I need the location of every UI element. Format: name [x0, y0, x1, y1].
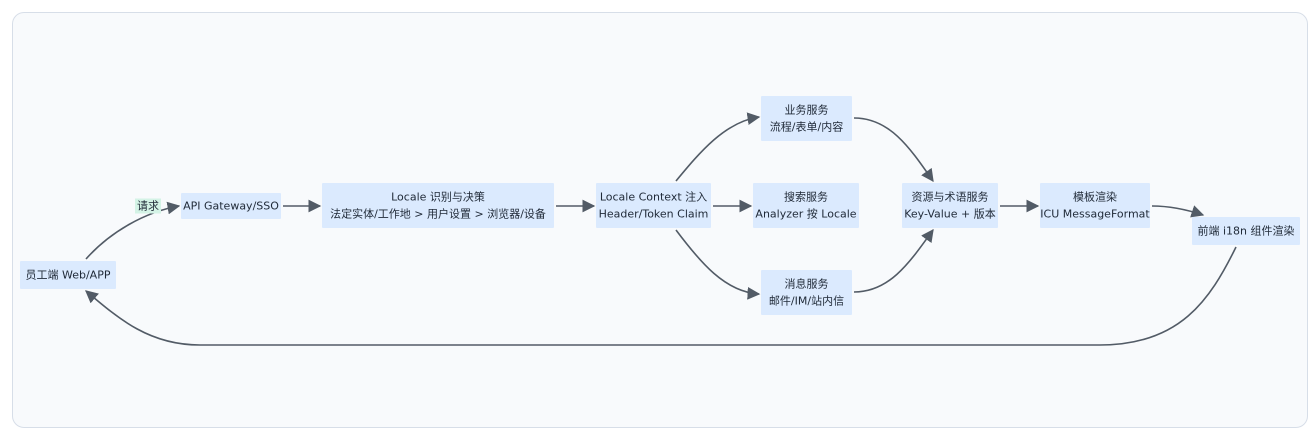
node-label-template-line-1: ICU MessageFormat — [1040, 208, 1150, 221]
node-label-business-line-1: 流程/表单/内容 — [770, 120, 843, 134]
node-search: 搜索服务 Analyzer 按 Locale — [753, 183, 859, 228]
node-box-client — [20, 261, 116, 289]
edge-message-resource — [853, 228, 934, 293]
edge-line-frontend-client — [85, 246, 1237, 346]
node-gateway: API Gateway/SSO — [181, 193, 281, 219]
edge-line-context-message — [675, 229, 761, 300]
edge-frontend-client — [85, 246, 1237, 346]
node-label-resource-line-1: Key-Value + 版本 — [904, 207, 996, 221]
edge-context-message — [675, 229, 761, 300]
node-box-search — [753, 183, 859, 228]
node-label-client-line-0: 员工端 Web/APP — [26, 269, 111, 282]
node-label-locale-line-0: Locale 识别与决策 — [391, 190, 485, 204]
node-label-context-line-0: Locale Context 注入 — [600, 190, 707, 204]
node-label-resource-line-0: 资源与术语服务 — [912, 190, 989, 204]
node-label-search-line-0: 搜索服务 — [784, 190, 828, 204]
edge-template-frontend — [1151, 205, 1205, 218]
node-box-gateway — [181, 193, 281, 219]
node-label-gateway-line-0: API Gateway/SSO — [183, 200, 279, 213]
node-label-template-line-0: 模板渲染 — [1073, 190, 1117, 204]
edge-context-business — [675, 112, 761, 182]
node-box-frontend — [1192, 217, 1300, 245]
node-client: 员工端 Web/APP — [20, 261, 116, 289]
edge-client-gateway — [85, 201, 181, 260]
node-label-business-line-0: 业务服务 — [785, 104, 829, 117]
node-context: Locale Context 注入 Header/Token Claim — [596, 183, 711, 228]
edge-line-client-gateway — [85, 201, 181, 260]
edge-line-template-frontend — [1151, 205, 1205, 218]
node-resource: 资源与术语服务 Key-Value + 版本 — [902, 183, 998, 228]
node-label-context-line-1: Header/Token Claim — [599, 208, 709, 221]
node-box-template — [1040, 183, 1150, 228]
edge-line-context-business — [675, 112, 761, 182]
edge-label-client-gateway: 请求 — [135, 198, 161, 214]
node-box-locale — [322, 183, 554, 228]
edge-line-business-resource — [853, 117, 934, 183]
edge-label-background — [135, 198, 161, 214]
node-label-message-line-1: 邮件/IM/站内信 — [769, 294, 844, 308]
node-template: 模板渲染 ICU MessageFormat — [1040, 183, 1150, 228]
node-box-context — [596, 183, 711, 228]
node-box-business — [761, 96, 852, 141]
node-label-locale-line-1: 法定实体/工作地 > 用户设置 > 浏览器/设备 — [330, 207, 546, 221]
node-box-message — [761, 270, 852, 315]
node-box-resource — [902, 183, 998, 228]
node-frontend: 前端 i18n 组件渲染 — [1192, 217, 1300, 245]
edge-label-text: 请求 — [137, 200, 159, 213]
node-label-search-line-1: Analyzer 按 Locale — [755, 207, 856, 221]
node-label-message-line-0: 消息服务 — [785, 277, 829, 291]
node-label-frontend-line-0: 前端 i18n 组件渲染 — [1197, 224, 1294, 238]
edge-business-resource — [853, 117, 934, 183]
edge-line-message-resource — [853, 228, 934, 293]
